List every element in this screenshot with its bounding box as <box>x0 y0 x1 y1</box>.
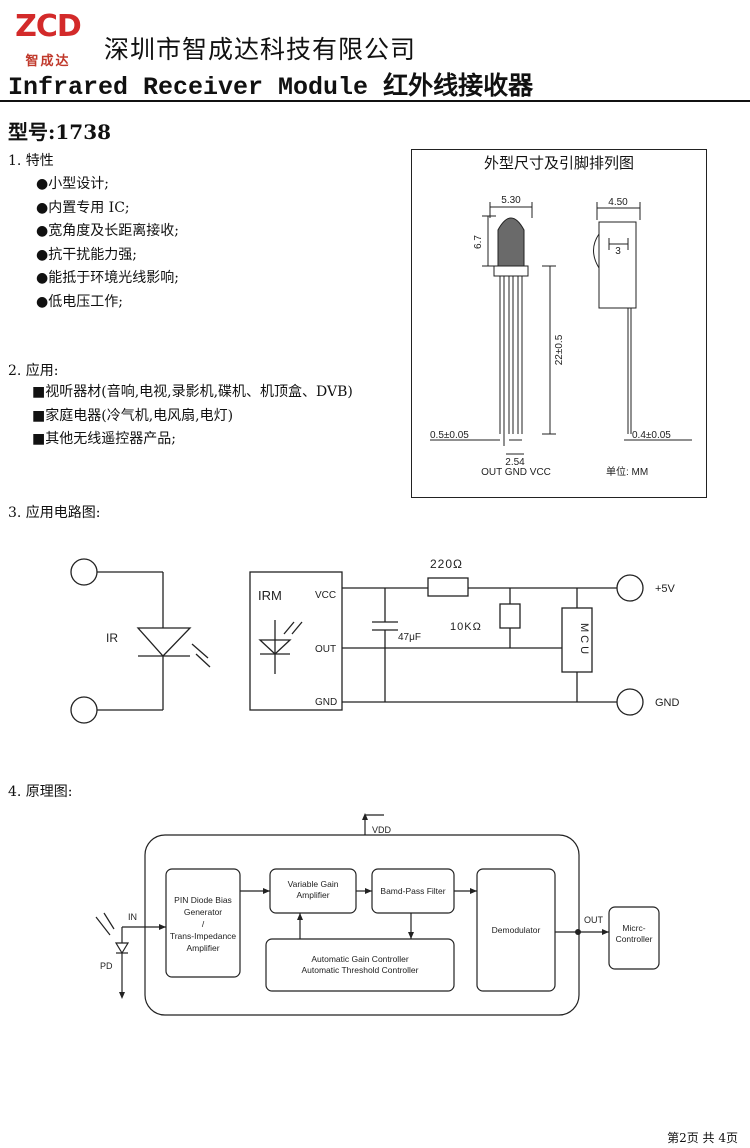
dim-lead-width-label: 0.5±0.05 <box>430 430 469 441</box>
circuit-heading: 3. 应用电路图: <box>8 505 101 521</box>
header-divider <box>0 100 750 102</box>
application-circuit: IR IRM VCC OUT GND 220Ω 10KΩ 47μF MCU +5… <box>70 557 680 724</box>
dim-height-label: 6.7 <box>473 235 484 249</box>
block-diagram-heading: 4. 原理图: <box>8 784 73 800</box>
out-label: OUT <box>584 915 604 925</box>
logo-subtext: 智成达 <box>25 54 71 69</box>
dim-width-label: 5.30 <box>501 195 521 206</box>
bpf-label: Bamd-Pass Filter <box>380 886 445 896</box>
feature-item: ●小型设计; <box>36 176 109 192</box>
company-name: 深圳市智成达科技有限公司 <box>104 35 417 64</box>
dim-lead-length-label: 22±0.5 <box>554 334 565 365</box>
gnd-terminal-label: GND <box>655 697 680 709</box>
out-pin-label: OUT <box>315 644 336 655</box>
irm-label: IRM <box>258 588 282 603</box>
dim-side-lead-label: 0.4±0.05 <box>632 430 671 441</box>
pd-label: PD <box>100 961 113 971</box>
vcc-pin-label: VCC <box>315 590 336 601</box>
dimension-figure: 5.30 6.7 22±0.5 0.5±0.05 2.54 4.50 3 0.4… <box>430 195 692 478</box>
model-number: 型号:1738 <box>8 120 112 144</box>
applications-list: ■视听器材(音响,电视,录影机,碟机、机顶盒、DVB) ■家庭电器(冷气机,电风… <box>32 381 353 452</box>
logo-text: ZCD <box>15 9 82 44</box>
demodulator-label: Demodulator <box>492 925 541 935</box>
application-item: ■视听器材(音响,电视,录影机,碟机、机顶盒、DVB) <box>32 384 353 400</box>
mcu-label: MCU <box>578 623 590 657</box>
pin-diode-label-2: Generator <box>184 907 222 917</box>
application-item: ■家庭电器(冷气机,电风扇,电灯) <box>32 407 234 424</box>
in-label: IN <box>128 912 137 922</box>
feature-item: ●宽角度及长距离接收; <box>36 223 179 239</box>
applications-heading: 2. 应用: <box>8 363 59 379</box>
pin-diode-label-5: Amplifier <box>186 943 219 953</box>
product-title-en: Infrared Receiver Module <box>8 73 369 102</box>
pin-diode-label-3: / <box>202 919 205 929</box>
resistor-220-label: 220Ω <box>430 557 463 571</box>
capacitor-label: 47μF <box>398 632 421 643</box>
pin-order-label: OUT GND VCC <box>481 467 551 478</box>
block-diagram: VDD IN PD PIN Diode Bias Generator / Tra… <box>95 813 660 1016</box>
pin-diode-block: PIN Diode Bias Generator / Trans-Impedan… <box>170 895 237 953</box>
feature-item: ●内置专用 IC; <box>36 199 130 216</box>
feature-item: ●抗干扰能力强; <box>36 246 137 263</box>
product-title-cn: 红外线接收器 <box>383 71 534 100</box>
unit-label: 单位: MM <box>606 465 648 478</box>
agc-label-2: Automatic Threshold Controller <box>301 965 418 975</box>
gnd-pin-label: GND <box>315 697 337 708</box>
resistor-10k-label: 10KΩ <box>450 621 482 633</box>
application-item: ■其他无线遥控器产品; <box>32 431 176 447</box>
dim-side-inner-label: 3 <box>615 246 621 257</box>
feature-item: ●低电压工作; <box>36 293 123 310</box>
pin-diode-label-4: Trans-Impedance <box>170 931 237 941</box>
dim-pitch-label: 2.54 <box>505 457 525 468</box>
agc-label-1: Automatic Gain Controller <box>311 954 408 964</box>
microcontroller-label-2: Controller <box>616 934 653 944</box>
feature-item: ●能抵于环境光线影响; <box>36 270 179 286</box>
features-heading: 1. 特性 <box>8 153 54 169</box>
features-list: ●小型设计; ●内置专用 IC; ●宽角度及长距离接收; ●抗干扰能力强; ●能… <box>36 173 179 314</box>
pin-diode-label-1: PIN Diode Bias <box>174 895 232 905</box>
dimension-title: 外型尺寸及引脚排列图 <box>483 154 634 172</box>
vga-label-1: Variable Gain <box>288 879 339 889</box>
vga-label-2: Amplifier <box>296 890 329 900</box>
microcontroller-label-1: Micrc- <box>622 923 645 933</box>
product-title: Infrared Receiver Module 红外线接收器 <box>8 66 533 102</box>
plus5v-label: +5V <box>655 583 676 595</box>
vdd-label: VDD <box>372 825 392 835</box>
company-logo: ZCD 智成达 <box>12 9 84 70</box>
ir-label: IR <box>106 631 118 645</box>
page-number: 第2页 共 4页 <box>667 1131 738 1145</box>
dimension-drawing: 外型尺寸及引脚排列图 <box>411 149 707 498</box>
dim-side-width-label: 4.50 <box>608 197 628 208</box>
